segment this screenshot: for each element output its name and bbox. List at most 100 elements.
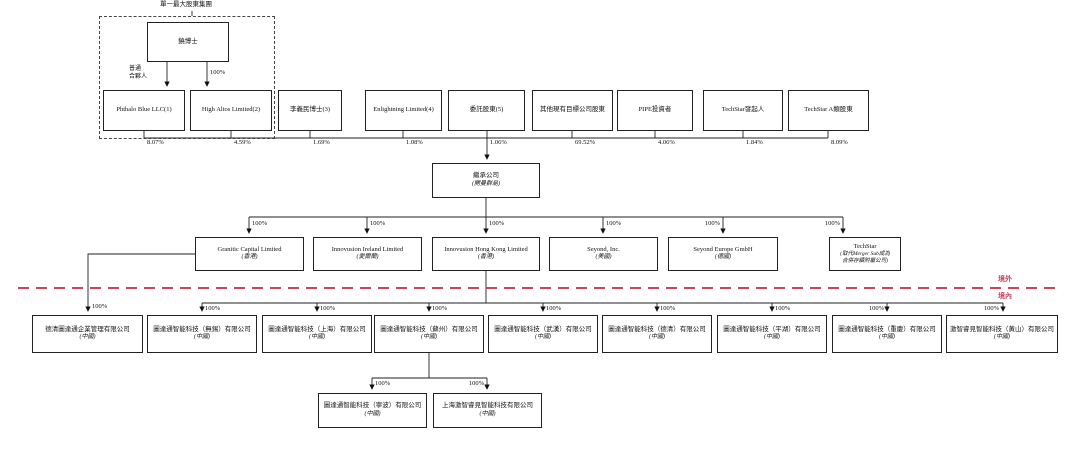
- entity-region: (開曼群島): [472, 180, 500, 187]
- largest-shareholder-group-outline: [99, 16, 275, 139]
- ownership-pct-label: 100%: [468, 380, 484, 387]
- ownership-pct-label: 1.84%: [746, 139, 763, 146]
- entity-box-seyond-europe: Seyond Europe GmbH (德國): [668, 237, 778, 271]
- entity-region: (中國): [764, 334, 780, 341]
- entity-region: (中國): [364, 410, 381, 417]
- entity-box-techstar-merger-sub: TechStar (取代Merger Sub成為 合併存續附屬公司): [829, 237, 901, 271]
- ownership-pct-label: 100%: [606, 220, 622, 227]
- entity-region: (中國): [994, 334, 1010, 341]
- entity-box-other-existing-shareholders: 其他現有目標公司股東: [532, 90, 613, 131]
- entity-region: (中國): [479, 410, 496, 417]
- entity-name: 圖達通智能科技（德清）有限公司: [608, 325, 706, 333]
- entity-box-seyond-inc: Seyond, Inc. (美國): [549, 237, 658, 271]
- ownership-pct-label: 1.08%: [406, 139, 423, 146]
- ownership-pct-label: 100%: [660, 305, 676, 312]
- entity-box-innovusion-wuhan: 圖達通智能科技（武漢）有限公司 (中國): [488, 315, 598, 353]
- entity-name: 圖達通智能科技（寧波）有限公司: [323, 402, 422, 410]
- entity-name: 圖達通智能科技（武漢）有限公司: [494, 325, 592, 333]
- entity-region: (中國): [535, 334, 551, 341]
- entity-name: 李義民博士(3): [289, 106, 331, 114]
- entity-box-deqing-management: 德清圖達通企業管理有限公司 (中國): [32, 315, 143, 353]
- entity-region: (香港): [241, 254, 258, 261]
- entity-name: TechStar A類股東: [804, 106, 853, 114]
- ownership-pct-label: 100%: [983, 305, 999, 312]
- entity-box-enlightning: Enlightning Limited(4): [365, 90, 442, 131]
- ownership-pct-label: 100%: [489, 220, 505, 227]
- ownership-pct-label: 100%: [252, 220, 268, 227]
- ownership-pct-label: 8.07%: [147, 139, 164, 146]
- entity-name: Phthalo Blue LLC(1): [116, 106, 172, 114]
- entity-region: (取代Merger Sub成為 合併存續附屬公司): [840, 251, 890, 265]
- entity-box-innovusion-pinghu: 圖達通智能科技（平湖）有限公司 (中國): [717, 315, 827, 353]
- entity-box-successor-company: 繼承公司 (開曼群島): [432, 163, 540, 198]
- entity-box-innovusion-suzhou: 圖達通智能科技（蘇州）有限公司 (中國): [374, 315, 484, 353]
- entity-box-innovusion-ningbo: 圖達通智能科技（寧波）有限公司 (中國): [318, 393, 427, 428]
- entity-box-pipe-investors: PIPE投資者: [617, 90, 693, 131]
- entity-box-innovusion-hong-kong: Innovusion Hong Kong Limited (香港): [432, 237, 540, 271]
- entity-box-techstar-class-a: TechStar A類股東: [788, 90, 869, 131]
- entity-region: (中國): [309, 334, 325, 341]
- entity-box-innovusion-deqing: 圖達通智能科技（德清）有限公司 (中國): [602, 315, 712, 353]
- ownership-pct-label: 100%: [775, 305, 791, 312]
- ownership-pct-label: 1.06%: [490, 139, 507, 146]
- entity-box-granitic-capital: Granitic Capital Limited (香港): [195, 237, 304, 271]
- ownership-pct-label: 100%: [704, 220, 720, 227]
- entity-name: Granitic Capital Limited: [217, 245, 282, 253]
- entity-name: PIPE投資者: [638, 106, 672, 114]
- entity-box-high-altos: High Altos Limited(2): [190, 90, 272, 131]
- ownership-pct-label: 100%: [370, 220, 386, 227]
- entity-name: 繼承公司: [473, 172, 499, 180]
- entity-box-innovusion-wuxi: 圖達通智能科技（無錫）有限公司 (中國): [147, 315, 257, 353]
- ownership-pct-label: 100%: [546, 305, 562, 312]
- ownership-pct-label: 100%: [210, 69, 226, 76]
- entity-name: 其他現有目標公司股東: [540, 106, 605, 114]
- entity-region: (德國): [715, 254, 731, 261]
- entity-name: 上海激智睿見智能科技有限公司: [442, 402, 533, 410]
- ownership-pct-label: 100%: [375, 380, 391, 387]
- ownership-pct-label: 100%: [92, 303, 108, 310]
- entity-region: (中國): [879, 334, 895, 341]
- entity-region: (中國): [421, 334, 437, 341]
- entity-box-dr-li-yimin: 李義民博士(3): [278, 90, 342, 131]
- ownership-pct-label: 4.06%: [658, 139, 675, 146]
- ownership-pct-label: 8.09%: [831, 139, 848, 146]
- ownership-pct-label: 1.69%: [313, 139, 330, 146]
- ownership-pct-label: 100%: [868, 305, 884, 312]
- general-partner-label: 普通 合夥人: [129, 66, 148, 80]
- entity-name: 饒博士: [178, 37, 198, 45]
- entity-name: Enlightning Limited(4): [373, 106, 434, 114]
- offshore-label: 境外: [998, 275, 1012, 283]
- entity-region: (香港): [478, 254, 494, 261]
- entity-box-dr-rao: 饒博士: [147, 22, 229, 62]
- onshore-label: 境內: [998, 292, 1012, 300]
- entity-name: TechStar: [853, 242, 877, 250]
- entity-box-innovusion-chongqing: 圖達通智能科技（重慶）有限公司 (中國): [832, 315, 942, 353]
- entity-name: 圖達通智能科技（蘇州）有限公司: [380, 325, 478, 333]
- entity-name: Seyond Europe GmbH: [693, 245, 753, 253]
- entity-box-techstar-promoter: TechStar發起人: [703, 90, 783, 131]
- ownership-pct-label: 100%: [824, 220, 840, 227]
- entity-region: (中國): [194, 334, 210, 341]
- entity-box-shanghai-jizhiruijian: 上海激智睿見智能科技有限公司 (中國): [433, 393, 542, 428]
- entity-name: Seyond, Inc.: [587, 245, 620, 253]
- ownership-pct-label: 100%: [432, 305, 448, 312]
- entity-box-innovusion-ireland: Innovusion Ireland Limited (愛爾蘭): [313, 237, 422, 271]
- ownership-pct-label: 69.52%: [575, 139, 596, 146]
- entity-region: (美國): [595, 254, 612, 261]
- largest-shareholder-group-label: 單一最大股東集團: [160, 1, 212, 8]
- entity-name: 德清圖達通企業管理有限公司: [45, 325, 130, 333]
- entity-box-phthalo-blue: Phthalo Blue LLC(1): [103, 90, 185, 131]
- entity-name: 激智睿見智能科技（黃山）有限公司: [950, 325, 1054, 333]
- entity-region: (中國): [79, 334, 96, 341]
- ownership-pct-label: 4.59%: [234, 139, 251, 146]
- ownership-pct-label: 100%: [320, 305, 336, 312]
- entity-region: (愛爾蘭): [356, 254, 379, 261]
- entity-box-jizhiruijian-huangshan: 激智睿見智能科技（黃山）有限公司 (中國): [946, 315, 1058, 353]
- entity-name: 圖達通智能科技（重慶）有限公司: [838, 325, 936, 333]
- entity-box-innovusion-shanghai: 圖達通智能科技（上海）有限公司 (中國): [262, 315, 372, 353]
- entity-name: 委託股東(5): [469, 106, 504, 114]
- entity-region: (中國): [649, 334, 665, 341]
- entity-name: 圖達通智能科技（上海）有限公司: [268, 325, 366, 333]
- entity-name: 圖達通智能科技（無錫）有限公司: [153, 325, 251, 333]
